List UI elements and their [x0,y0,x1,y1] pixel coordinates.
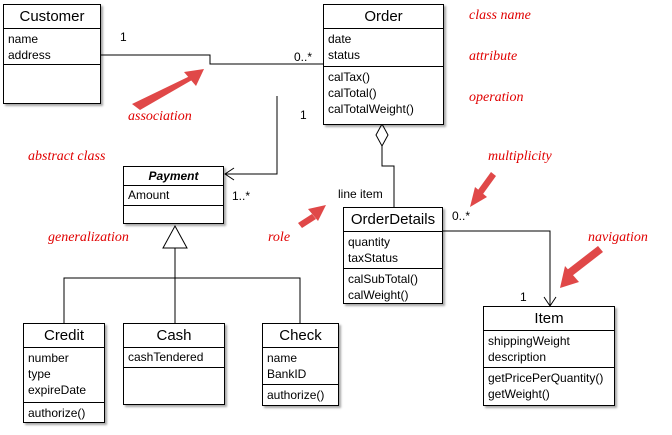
annotation-arrow-navigation [560,246,603,288]
multiplicity-order-payment-order-end: 1 [300,108,307,122]
generalization-branch-credit [63,277,301,323]
class-name: Cash [124,324,224,348]
attributes-compartment: name BankID [263,348,338,385]
class-name: Customer [4,5,100,29]
class-name: Item [484,307,614,331]
annotation-arrow-association [132,69,204,110]
operations-compartment [124,368,224,405]
class-credit[interactable]: Credit number type expireDate authorize(… [23,323,105,423]
annotation-attribute: attribute [469,49,518,64]
class-check[interactable]: Check name BankID authorize() [262,323,339,406]
role-label-line-item: line item [338,187,383,201]
multiplicity-customer-end: 1 [120,30,127,44]
attributes-compartment: shippingWeight description [484,331,614,368]
attribute: number [28,351,69,365]
annotation-operation: operation [469,90,524,105]
multiplicity-payment-end: 1..* [232,189,251,203]
attribute: name [267,351,298,365]
attribute: quantity [348,235,391,249]
aggregation-diamond [375,122,389,148]
attribute: BankID [267,367,307,381]
annotation-class-name: class name [469,8,531,23]
attribute: description [488,350,547,364]
operation: calTotal() [328,86,377,100]
operation: authorize() [267,388,325,402]
annotation-multiplicity: multiplicity [488,149,552,164]
operation: calSubTotal() [348,272,419,286]
operations-compartment: calTax() calTotal() calTotalWeight() [324,67,443,119]
attribute: status [328,48,361,62]
association-line-order-payment [225,96,278,175]
operation: calTotalWeight() [328,102,414,116]
annotation-abstract-class: abstract class [28,149,106,164]
multiplicity-order-end: 0..* [294,50,313,64]
operation: calTax() [328,70,371,84]
association-line-customer-order [101,54,323,65]
class-cash[interactable]: Cash cashTendered [123,323,225,405]
attribute: cashTendered [128,350,204,364]
navigation-arrowhead-payment [224,167,235,181]
attribute: expireDate [28,383,87,397]
annotation-role: role [268,230,291,245]
operations-compartment: getPricePerQuantity() getWeight() [484,368,614,404]
attribute: address [8,48,51,62]
attribute: name [8,32,39,46]
annotation-arrow-role [298,205,326,228]
attribute: type [28,367,51,381]
operation: authorize() [28,406,86,420]
annotation-arrow-multiplicity [470,172,496,207]
attributes-compartment: number type expireDate [24,348,104,403]
attributes-compartment: date status [324,29,443,67]
operation: calWeight() [348,288,409,302]
operations-compartment: authorize() [24,403,104,423]
attribute: date [328,32,352,46]
attributes-compartment: Amount [124,186,223,206]
class-name: Payment [124,167,223,186]
operations-compartment [124,206,223,225]
annotation-navigation: navigation [588,230,648,245]
annotation-association: association [128,109,192,124]
aggregation-line [381,146,395,207]
annotation-generalization: generalization [48,230,129,245]
class-name: Order [324,5,443,29]
attribute: shippingWeight [488,334,570,348]
operation: getWeight() [488,387,550,401]
class-orderdetails[interactable]: OrderDetails quantity taxStatus calSubTo… [343,207,443,304]
class-item[interactable]: Item shippingWeight description getPrice… [483,306,615,406]
operation: getPricePerQuantity() [488,371,604,385]
attributes-compartment: name address [4,29,100,65]
multiplicity-orderdetails-end: 0..* [452,209,471,223]
association-line-orderdetails-item [443,230,551,306]
multiplicity-item-end: 1 [520,290,527,304]
attributes-compartment: quantity taxStatus [344,232,442,269]
class-name: Credit [24,324,104,348]
operations-compartment: calSubTotal() calWeight() [344,269,442,305]
class-payment[interactable]: Payment Amount [123,166,224,224]
attributes-compartment: cashTendered [124,348,224,368]
operations-compartment [4,65,100,103]
generalization-triangle [162,224,188,249]
class-customer[interactable]: Customer name address [3,4,101,104]
class-name: Check [263,324,338,348]
attribute: taxStatus [348,251,399,265]
operations-compartment: authorize() [263,385,338,405]
class-order[interactable]: Order date status calTax() calTotal() ca… [323,4,444,125]
attribute: Amount [128,188,170,202]
class-name: OrderDetails [344,208,442,232]
